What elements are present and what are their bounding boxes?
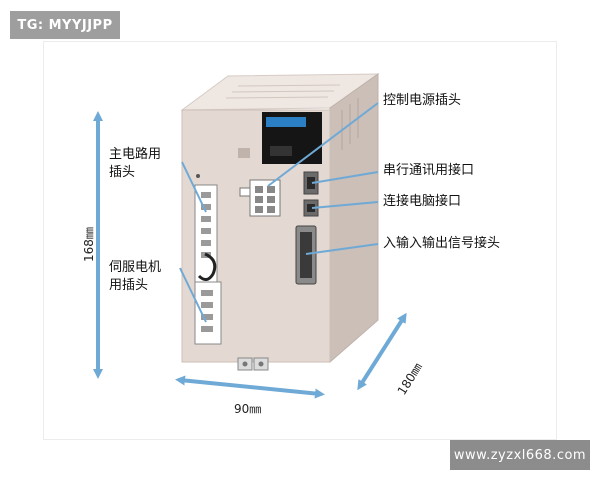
header-tag: TG: MYYJJPP	[10, 11, 120, 39]
dimension-width-label: 90㎜	[234, 402, 262, 416]
callout-lines	[179, 102, 379, 323]
callout-line-serial	[311, 171, 379, 184]
callout-line-pc	[311, 201, 379, 209]
label-serial-comm: 串行通讯用接口	[383, 163, 475, 178]
status-led	[196, 174, 200, 178]
footer-watermark: www.zyzxl668.com	[450, 440, 590, 470]
callout-line-io	[305, 243, 379, 255]
io-signal-connector	[295, 225, 317, 285]
device-label	[238, 148, 250, 158]
label-pc-connect: 连接电脑接口	[383, 194, 462, 209]
label-main-circuit-line2: 插头	[109, 165, 136, 180]
device-top-vents	[225, 84, 341, 99]
label-servo-motor-line1: 伺服电机	[109, 260, 162, 275]
dimension-height-label: 168㎜	[82, 227, 96, 262]
bottom-clips	[237, 357, 269, 371]
depth-arrow	[357, 312, 407, 391]
label-main-circuit-line1: 主电路用	[109, 147, 162, 162]
callout-line-servo	[179, 267, 207, 323]
callout-line-control-power	[267, 102, 379, 187]
display-screen	[266, 117, 306, 127]
servo-drive-device	[180, 73, 380, 371]
label-servo-motor-line2: 用插头	[109, 278, 149, 293]
width-arrow	[175, 375, 325, 399]
device-side-face	[329, 73, 379, 364]
label-control-power: 控制电源插头	[383, 93, 462, 108]
label-io-signal: 入输入输出信号接头	[383, 236, 501, 251]
servo-motor-connector	[194, 281, 222, 345]
dimension-arrows	[93, 111, 407, 399]
callout-line-main-circuit	[181, 161, 207, 213]
cable-hook	[197, 252, 217, 281]
control-power-connector	[239, 179, 281, 217]
